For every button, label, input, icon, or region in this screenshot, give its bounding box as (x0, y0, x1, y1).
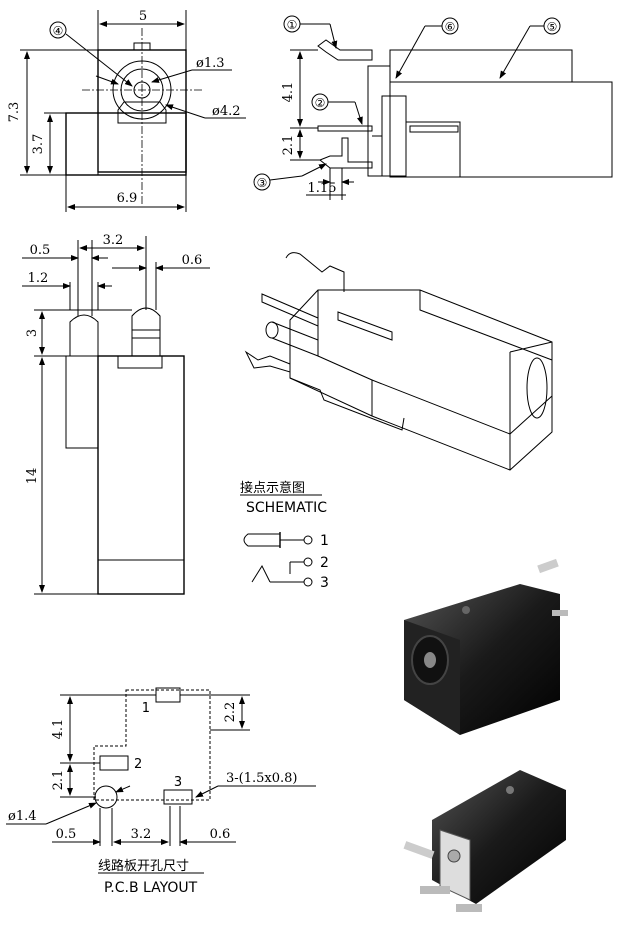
schematic-title-cn: 接点示意图 (240, 480, 305, 496)
pcb-outline (93, 689, 211, 801)
dim-pcb-41: 4.1 (51, 719, 66, 740)
product-photo-2 (403, 770, 566, 912)
dim-bottom-06: 0.6 (182, 253, 203, 268)
dim-dia-large: ø4.2 (212, 104, 241, 119)
isometric-view (244, 252, 553, 471)
schematic-pin-symbol (243, 533, 281, 547)
dim-pcb-06: 0.6 (210, 827, 231, 842)
pcb-pad-label-2: 2 (134, 757, 142, 772)
side-view: 4.1 2.1 1.15 ① ② ③ ⑥ ⑤ (253, 15, 613, 200)
side-pin-1 (317, 39, 373, 61)
dim-bottom-3: 3 (25, 329, 40, 337)
dim-side-h2: 2.1 (281, 135, 296, 156)
callout-4: ④ (53, 24, 64, 38)
dim-side-w1: 1.15 (308, 181, 337, 196)
pcb-title-cn: 线路板开孔尺寸 (98, 858, 189, 874)
dim-pcb-22: 2.2 (223, 702, 238, 723)
dim-pcb-05: 0.5 (56, 827, 77, 842)
callout-5: ⑤ (547, 20, 558, 34)
callout-3: ③ (257, 176, 268, 190)
schematic-title-en: SCHEMATIC (246, 500, 327, 516)
product-photo-1 (404, 558, 568, 735)
side-pin-3 (319, 137, 373, 169)
iso-pin-top (285, 252, 345, 292)
side-barrel (389, 49, 573, 83)
pcb-pad-label-1: 1 (142, 701, 150, 716)
callout-1: ① (287, 18, 298, 32)
front-body-lower (65, 112, 187, 176)
pcb-layout: 1 2 3 4.1 2.1 2.2 ø1.4 3-(1.5x0.8) (6, 687, 316, 896)
dim-dia-small: ø1.3 (196, 56, 225, 71)
dim-bottom-12: 1.2 (28, 271, 49, 286)
front-view: 5 6.9 7.3 3.7 ø1.3 ø4.2 ④ (7, 9, 246, 212)
iso-barrel-opening (526, 357, 548, 419)
bottom-view: 3.2 0.5 1.2 0.6 3 14 (22, 233, 210, 595)
callout-2: ② (315, 96, 326, 110)
dim-height-lower: 3.7 (31, 134, 46, 155)
dim-pcb-slot: 3-(1.5x0.8) (226, 771, 298, 786)
dim-pcb-32: 3.2 (131, 827, 152, 842)
pcb-pad-2 (99, 755, 129, 771)
dim-side-h1: 4.1 (281, 82, 296, 103)
pcb-hole (94, 785, 118, 809)
dim-width-bottom: 6.9 (117, 191, 138, 206)
schematic: 接点示意图 SCHEMATIC 1 2 3 (240, 480, 329, 591)
schematic-pin-2: 2 (320, 555, 329, 571)
schematic-switch (251, 564, 271, 583)
bottom-body (97, 355, 185, 595)
pcb-pad-label-3: 3 (174, 775, 182, 790)
side-pin-2 (317, 125, 373, 132)
bottom-pin-left (69, 314, 99, 356)
dim-height-total: 7.3 (7, 102, 22, 123)
dim-bottom-05: 0.5 (30, 243, 51, 258)
dim-width-top: 5 (139, 9, 147, 24)
bottom-pin-right (131, 307, 161, 356)
dim-pcb-dia: ø1.4 (8, 809, 37, 824)
dim-bottom-14: 14 (25, 468, 40, 485)
dim-bottom-32: 3.2 (103, 233, 124, 248)
dim-pcb-21: 2.1 (51, 770, 66, 791)
callout-6: ⑥ (445, 20, 456, 34)
schematic-pin-1: 1 (320, 533, 329, 549)
pcb-pad-3 (163, 789, 193, 805)
pcb-title-en: P.C.B LAYOUT (104, 880, 198, 896)
schematic-pin-3: 3 (320, 575, 329, 591)
